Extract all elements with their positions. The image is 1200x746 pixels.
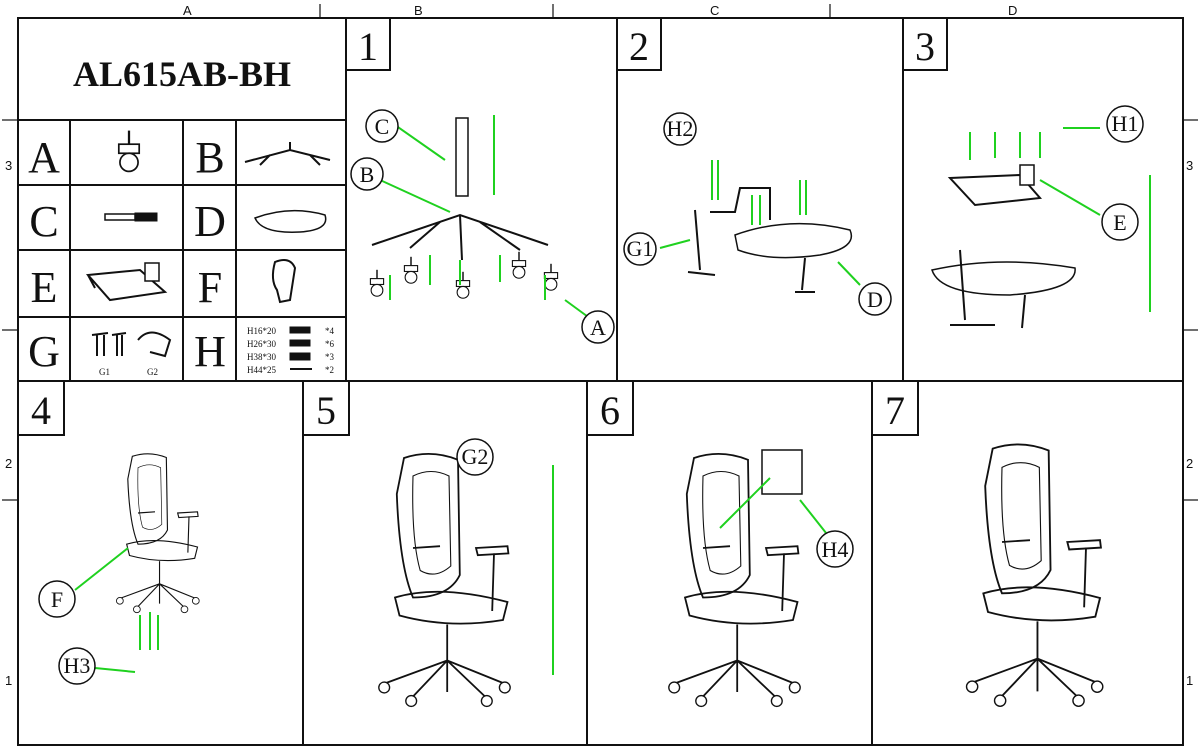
step-2-number: 2 (629, 24, 649, 69)
callout-e: E (1113, 210, 1126, 235)
grid-row-2-right: 2 (1186, 456, 1193, 471)
step-4-panel: F H3 (38, 452, 201, 685)
seat-mechanism-icon (85, 262, 168, 302)
callout-f: F (51, 587, 63, 612)
grid-row-3-right: 3 (1186, 158, 1193, 173)
callout-h1: H1 (1112, 111, 1139, 136)
part-letter-g: G (28, 327, 60, 376)
part-letter-h: H (194, 327, 226, 376)
callout-b: B (360, 162, 375, 187)
step-7-panel (965, 443, 1104, 708)
part-letter-e: E (31, 263, 58, 312)
armrests-icon: G1 G2 (91, 331, 172, 377)
step-6-number: 6 (600, 388, 620, 433)
hardware-h1-qty: *4 (325, 326, 335, 336)
callout-h2: H2 (667, 116, 694, 141)
step-5-number: 5 (316, 388, 336, 433)
step-3-panel: H1 E (931, 105, 1151, 329)
callout-h3: H3 (64, 653, 91, 678)
step-1-panel: C B A (350, 109, 615, 344)
step-6-panel: H4 (667, 449, 854, 708)
grid-col-d: D (1008, 3, 1017, 18)
hardware-h4: H44*25 (247, 365, 276, 375)
grid-row-2-left: 2 (5, 456, 12, 471)
star-base-icon (244, 142, 331, 166)
grid-row-3-left: 3 (5, 158, 12, 173)
step-5-panel: G2 (377, 438, 554, 708)
callout-g2: G2 (462, 444, 489, 469)
part-letter-f: F (198, 263, 222, 312)
step-numbers: 1 2 3 4 5 6 7 (17, 17, 948, 436)
step-4-number: 4 (31, 388, 51, 433)
callout-d: D (867, 287, 883, 312)
bolt-icon (289, 352, 311, 361)
grid-col-c: C (710, 3, 719, 18)
step-7-number: 7 (885, 388, 905, 433)
hardware-h1: H16*20 (247, 326, 276, 336)
hardware-h4-qty: *2 (325, 365, 334, 375)
hardware-h3: H38*30 (247, 352, 276, 362)
backrest-bracket-icon (271, 259, 297, 304)
grid-row-labels: 3 2 1 3 2 1 (2, 119, 1198, 688)
part-letter-c: C (29, 197, 58, 246)
step-1-number: 1 (358, 24, 378, 69)
hardware-list: H16*20 H26*30 H38*30 H44*25 *4 *6 *3 *2 (247, 326, 335, 375)
step-2-panel: H2 G1 D (623, 112, 892, 316)
callout-a: A (590, 315, 606, 340)
parts-table: AL615AB-BH A B C D E F G H G1 G2 H16*20 … (18, 54, 346, 381)
grid-col-b: B (414, 3, 423, 18)
callout-g1: G1 (627, 236, 654, 261)
callout-h4: H4 (822, 537, 849, 562)
step-3-number: 3 (915, 24, 935, 69)
gas-cylinder-icon (104, 212, 158, 222)
part-g2-label: G2 (147, 367, 158, 377)
screw-icon (289, 326, 311, 334)
seat-cushion-icon (253, 209, 327, 233)
callout-c: C (375, 114, 390, 139)
part-g1-label: G1 (99, 367, 110, 377)
screw-icon (289, 339, 311, 347)
grid-column-labels: A B C D (183, 3, 1017, 18)
grid-row-1-right: 1 (1186, 673, 1193, 688)
grid-row-1-left: 1 (5, 673, 12, 688)
hardware-h2-qty: *6 (325, 339, 335, 349)
hardware-h2: H26*30 (247, 339, 276, 349)
part-letter-a: A (28, 133, 60, 182)
grid-col-a: A (183, 3, 192, 18)
part-letter-b: B (195, 133, 224, 182)
caster-wheel-icon (117, 129, 141, 173)
hardware-h3-qty: *3 (325, 352, 335, 362)
model-title: AL615AB-BH (73, 54, 291, 94)
part-letter-d: D (194, 197, 226, 246)
